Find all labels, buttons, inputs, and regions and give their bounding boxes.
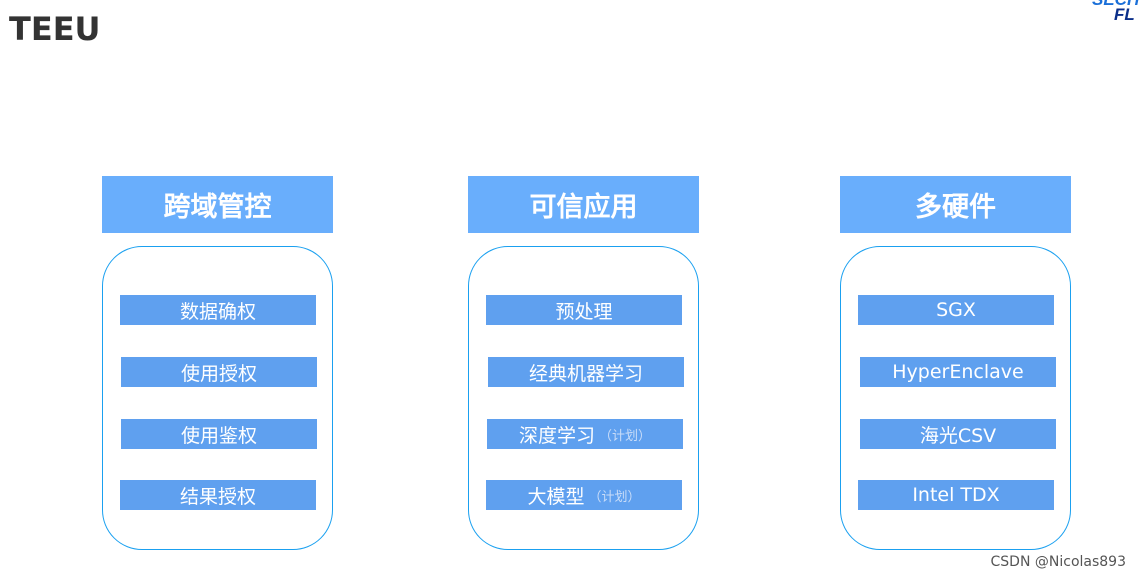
feature-item: 深度学习（计划） <box>487 419 683 449</box>
feature-label: 预处理 <box>555 300 613 323</box>
feature-item: 预处理 <box>486 295 682 325</box>
feature-label: Intel TDX <box>912 484 1000 506</box>
column-header: 可信应用 <box>468 176 699 233</box>
feature-item: 经典机器学习 <box>488 357 684 387</box>
feature-item: 使用鉴权 <box>121 419 317 449</box>
feature-label: SGX <box>936 299 976 321</box>
feature-item: 海光CSV <box>860 419 1056 449</box>
column-box <box>840 246 1071 550</box>
feature-item: 使用授权 <box>121 357 317 387</box>
logo: SECHFL <box>1092 0 1139 24</box>
column: 多硬件 SGX HyperEnclave 海光CSV Intel TDX <box>840 176 1071 550</box>
feature-label: 结果授权 <box>179 485 256 508</box>
feature-label: 深度学习 <box>518 424 595 447</box>
feature-label: 使用授权 <box>180 362 257 385</box>
feature-note: （计划） <box>599 428 652 444</box>
column-box <box>102 246 333 550</box>
feature-label: 使用鉴权 <box>180 424 257 447</box>
feature-label: 经典机器学习 <box>528 362 643 385</box>
column-header: 多硬件 <box>840 176 1071 233</box>
slide-title: TEEU <box>9 10 101 48</box>
feature-item: HyperEnclave <box>860 357 1056 387</box>
feature-item: SGX <box>858 295 1054 325</box>
feature-label: 大模型 <box>527 485 585 508</box>
feature-label: 数据确权 <box>179 300 256 323</box>
feature-label: HyperEnclave <box>892 361 1024 383</box>
column: 可信应用预处理经典机器学习深度学习（计划）大模型（计划） <box>468 176 699 550</box>
feature-item: 结果授权 <box>120 480 316 510</box>
feature-item: 大模型（计划） <box>486 480 682 510</box>
column-box <box>468 246 699 550</box>
feature-label: 海光CSV <box>919 424 997 447</box>
feature-item: Intel TDX <box>858 480 1054 510</box>
watermark: CSDN @Nicolas893 <box>990 554 1126 570</box>
column-header: 跨域管控 <box>102 176 333 233</box>
feature-item: 数据确权 <box>120 295 316 325</box>
column: 跨域管控数据确权使用授权使用鉴权结果授权 <box>102 176 333 550</box>
feature-note: （计划） <box>588 489 641 505</box>
